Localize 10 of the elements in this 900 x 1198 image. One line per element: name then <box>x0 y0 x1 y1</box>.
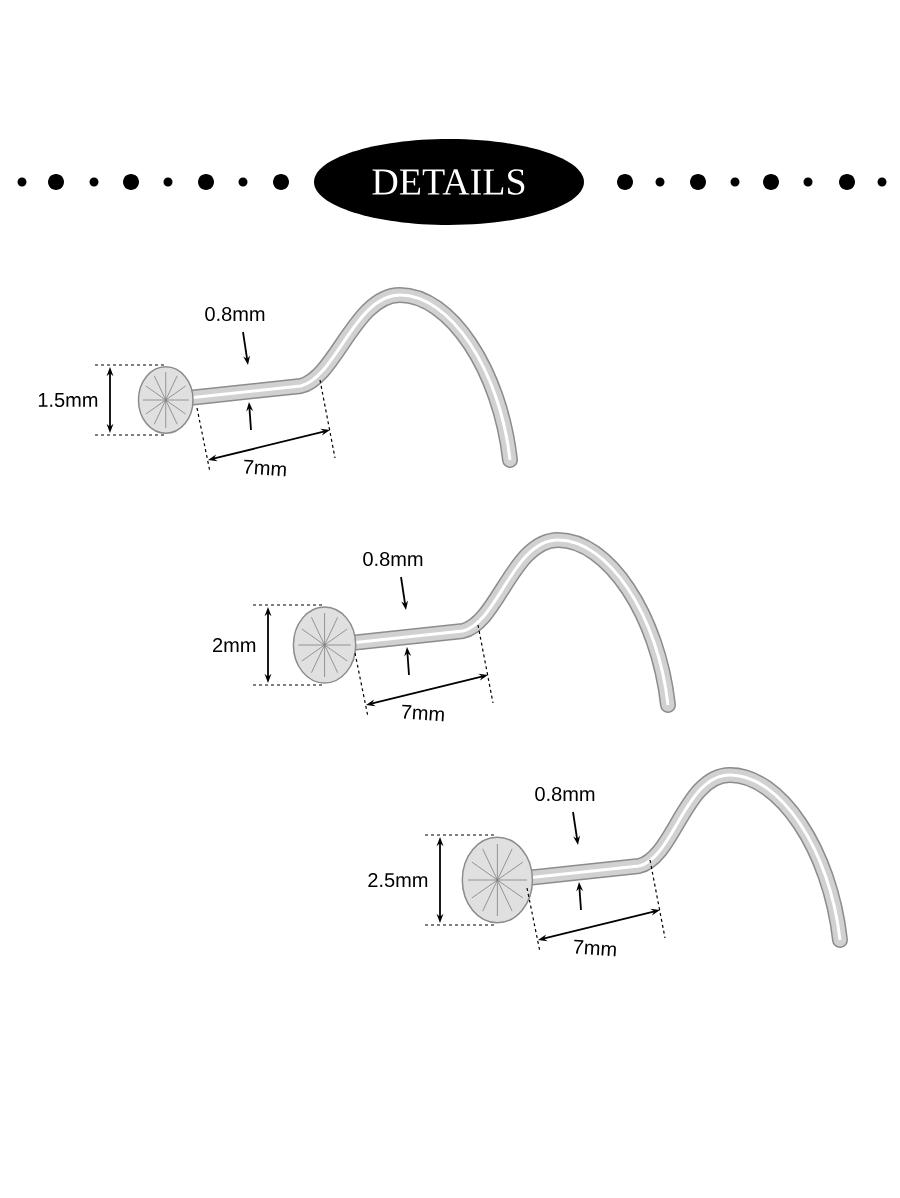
title-badge: DETAILS <box>314 139 584 225</box>
dimension-label: 2mm <box>213 638 256 652</box>
dimension-label: 7mm <box>574 939 616 957</box>
dimension-label: 0.8mm <box>205 306 265 322</box>
dimension-label: 1.5mm <box>38 393 98 407</box>
dimension-label: 2.5mm <box>368 872 428 888</box>
dimension-label: 7mm <box>244 459 286 477</box>
dimension-label: 0.8mm <box>363 551 423 567</box>
dimension-label: 7mm <box>402 704 444 722</box>
dimension-label: 0.8mm <box>535 786 595 802</box>
